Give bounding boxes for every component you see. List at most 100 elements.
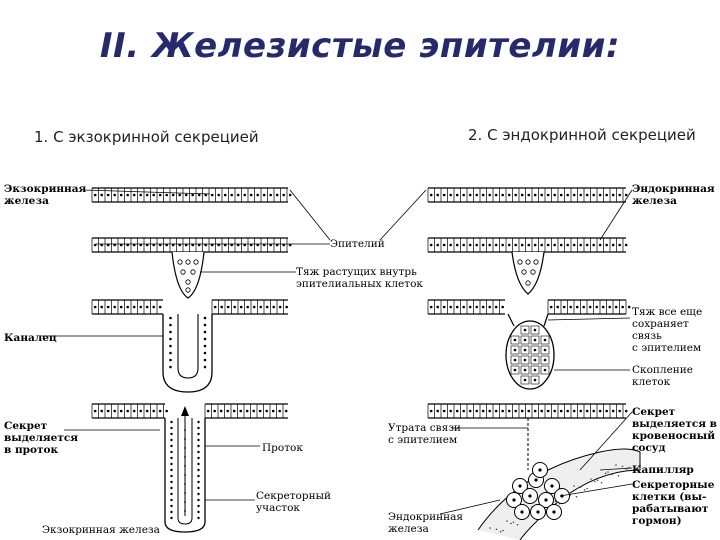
bud-cell	[193, 259, 199, 265]
canal-nucleus	[169, 344, 172, 348]
leader-secretory-cells	[559, 483, 633, 497]
cluster-cell	[530, 345, 540, 355]
secretion-dot	[184, 429, 186, 431]
blood-dot	[506, 520, 508, 522]
canal-nucleus	[169, 323, 172, 327]
label-exocrine-gland: Экзокринная железа	[4, 183, 87, 207]
canal-nucleus	[169, 337, 172, 341]
canal-nucleus	[169, 316, 172, 320]
label-exocrine-gland-bottom: Экзокринная железа	[42, 524, 160, 536]
epithelium-row-left-2	[91, 237, 292, 253]
blood-dot	[516, 523, 519, 526]
duct-nucleus	[170, 438, 173, 442]
blood-dot	[621, 465, 624, 468]
secretion-dot	[184, 447, 186, 449]
duct-nucleus	[170, 510, 173, 514]
cluster-nucleus	[523, 368, 527, 372]
secretion-dot	[184, 483, 186, 485]
duct-lumen-wall	[177, 418, 193, 525]
cluster-nucleus	[533, 368, 537, 372]
blood-dot	[590, 478, 592, 480]
cluster-cell	[530, 335, 540, 345]
duct-outer-wall	[164, 418, 206, 533]
duct-nucleus	[170, 462, 173, 466]
secretion-dot	[184, 438, 186, 440]
blood-dot	[615, 464, 617, 466]
cluster-cell	[510, 355, 520, 365]
cluster-nucleus	[523, 348, 527, 352]
cluster-cell	[520, 335, 530, 345]
cluster-stalk	[507, 313, 549, 327]
duct-nucleus	[197, 456, 200, 460]
duct-nucleus	[170, 504, 173, 508]
blood-dot	[510, 522, 512, 525]
cluster-nucleus	[533, 348, 537, 352]
cluster-nucleus	[513, 368, 517, 372]
bud-cell	[525, 280, 531, 286]
secretory-cell-nucleus	[528, 494, 532, 498]
secretory-cell-nucleus	[518, 484, 522, 488]
duct-nucleus	[170, 420, 173, 424]
canal-nucleus	[203, 344, 207, 348]
duct-nucleus	[170, 474, 173, 478]
duct-nucleus	[197, 498, 200, 502]
duct-nucleus	[197, 486, 200, 490]
canal-nucleus	[169, 365, 172, 369]
canal-nucleus	[169, 351, 172, 355]
canal-nucleus	[203, 351, 207, 355]
secretion-dot	[184, 456, 186, 458]
duct-nucleus	[170, 426, 173, 430]
secretory-cell-nucleus	[552, 510, 556, 514]
bud-cell	[521, 269, 527, 275]
cluster-cell	[510, 345, 520, 355]
bud-cell	[530, 269, 536, 275]
duct-nucleus	[170, 486, 173, 490]
duct-nucleus	[170, 492, 173, 496]
label-secretion-to-duct: Секрет выделяется в проток	[4, 420, 78, 456]
leader-endocrine-gland	[599, 189, 633, 241]
blood-dot	[499, 530, 502, 533]
bud-cell	[525, 259, 531, 265]
label-secretion-to-blood: Секрет выделяется в кровеносный сосуд	[632, 406, 717, 454]
blood-dot	[575, 495, 578, 498]
label-duct: Проток	[262, 442, 303, 454]
duct-nucleus	[197, 462, 200, 466]
duct-nucleus	[197, 420, 200, 424]
cluster-cell	[540, 365, 550, 375]
cluster-nucleus	[523, 358, 527, 362]
epithelium-row-right-4	[427, 403, 628, 419]
leader-cord-connected	[547, 317, 631, 321]
blood-dot	[611, 473, 613, 476]
leader-exocrine-gland	[83, 189, 211, 195]
bud-cell	[177, 259, 183, 265]
label-capillary: Капилляр	[632, 464, 694, 476]
canal-nucleus	[203, 358, 207, 362]
leader-epithelium-1	[289, 189, 331, 241]
leader-endocrine-bottom	[439, 499, 501, 515]
cluster-cell	[540, 345, 550, 355]
duct-nucleus	[170, 516, 173, 520]
leader-epithelium-2	[379, 189, 427, 241]
cluster-nucleus	[533, 378, 537, 382]
cluster-cell	[530, 355, 540, 365]
duct-nucleus	[170, 498, 173, 502]
label-secretory-part: Секреторный участок	[256, 490, 331, 514]
canal-nucleus	[203, 323, 207, 327]
label-secretory-cells: Секреторные клетки (вы- рабатывают гормо…	[632, 479, 715, 527]
blood-dot	[489, 527, 491, 529]
duct-nucleus	[170, 468, 173, 472]
blood-dot	[604, 472, 607, 475]
epithelium-row-left-1	[91, 187, 292, 203]
duct-nucleus	[197, 480, 200, 484]
blood-dot	[573, 485, 575, 487]
cluster-nucleus	[533, 328, 537, 332]
secretion-dot	[184, 474, 186, 476]
left-heading: 1. С экзокринной секрецией	[34, 128, 259, 146]
duct-nucleus	[197, 432, 200, 436]
canal-nucleus	[169, 358, 172, 362]
label-cell-cluster: Скопление клеток	[632, 364, 694, 388]
blood-dot	[512, 521, 515, 524]
cluster-nucleus	[513, 358, 517, 362]
label-loss-of-connection: Утрата связи с эпителием	[388, 422, 461, 446]
slide-title: II. Железистые эпителии:	[99, 26, 621, 66]
